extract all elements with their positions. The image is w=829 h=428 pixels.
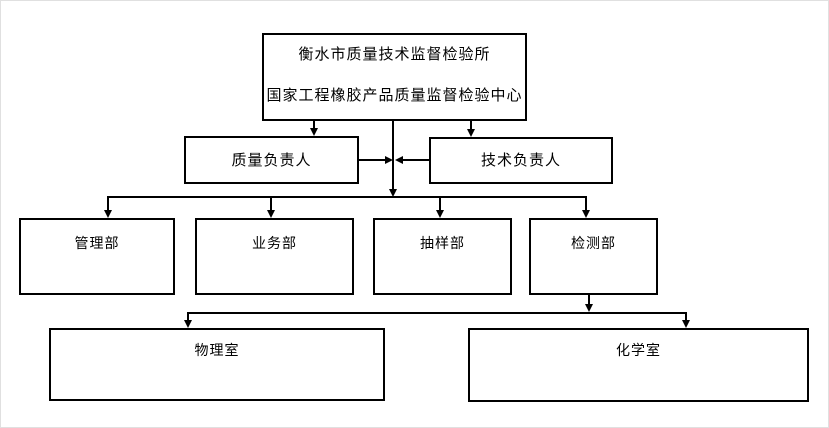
connector-rail-to-sampling-dept <box>439 197 441 210</box>
connector-technical-manager-to-center <box>403 159 429 161</box>
connector-rail-to-physics-room <box>187 314 189 320</box>
connector-root-center-trunk <box>392 121 394 189</box>
arrowhead-right-center <box>385 156 393 164</box>
arrowhead-down-chemistry-room <box>682 320 690 328</box>
connector-department-rail <box>107 196 587 198</box>
org-box-management-dept: 管理部 <box>19 218 175 295</box>
connector-lab-rail <box>187 312 687 314</box>
org-box-quality-manager: 质量负责人 <box>184 136 359 184</box>
management-dept-label: 管理部 <box>74 236 120 252</box>
org-box-business-dept: 业务部 <box>195 218 354 295</box>
org-box-chemistry-room: 化学室 <box>468 328 809 402</box>
org-box-institute: 衡水市质量技术监督检验所 国家工程橡胶产品质量监督检验中心 <box>262 33 527 121</box>
connector-rail-to-testing-dept <box>585 197 587 210</box>
arrowhead-down-center-trunk <box>389 189 397 197</box>
connector-root-to-technical-manager <box>470 121 472 129</box>
connector-rail-to-management-dept <box>107 197 109 210</box>
org-box-sampling-dept: 抽样部 <box>373 218 512 295</box>
business-dept-label: 业务部 <box>252 236 297 252</box>
arrowhead-left-center <box>395 156 403 164</box>
sampling-dept-label: 抽样部 <box>420 236 465 252</box>
arrowhead-down-management-dept <box>104 210 112 218</box>
chemistry-room-label: 化学室 <box>616 343 661 359</box>
arrowhead-down-lab-rail <box>585 304 593 312</box>
physics-room-label: 物理室 <box>194 343 240 359</box>
connector-testing-dept-to-lab-rail <box>588 295 590 304</box>
arrowhead-down-technical-manager <box>467 129 475 137</box>
arrowhead-down-sampling-dept <box>436 210 444 218</box>
connector-root-to-quality-manager <box>313 121 315 129</box>
arrowhead-down-quality-manager <box>310 128 318 136</box>
institute-name-line1: 衡水市质量技术监督检验所 <box>298 45 491 63</box>
connector-rail-to-chemistry-room <box>685 314 687 320</box>
org-box-testing-dept: 检测部 <box>529 218 658 295</box>
testing-dept-label: 检测部 <box>571 236 616 252</box>
org-box-physics-room: 物理室 <box>49 328 385 401</box>
institute-name-line2: 国家工程橡胶产品质量监督检验中心 <box>266 86 523 104</box>
arrowhead-down-testing-dept <box>582 210 590 218</box>
technical-manager-label: 技术负责人 <box>480 151 561 169</box>
arrowhead-down-physics-room <box>184 320 192 328</box>
quality-manager-label: 质量负责人 <box>231 150 312 169</box>
arrowhead-down-business-dept <box>267 210 275 218</box>
org-box-technical-manager: 技术负责人 <box>429 137 613 184</box>
connector-quality-manager-to-center <box>359 159 385 161</box>
connector-rail-to-business-dept <box>270 197 272 210</box>
